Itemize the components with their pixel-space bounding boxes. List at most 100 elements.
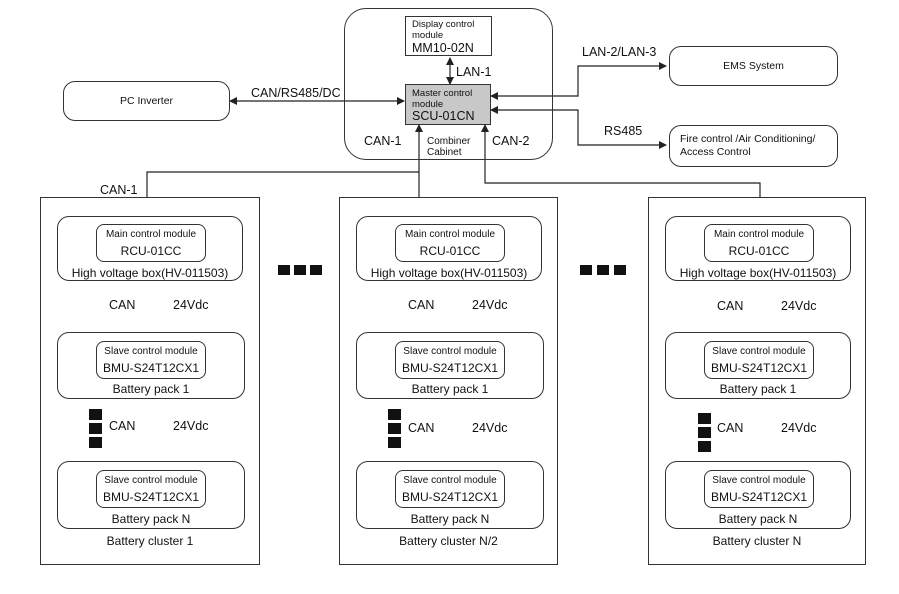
master-control-module: Master control module SCU-01CN xyxy=(405,84,491,125)
ellipsis-block xyxy=(89,437,102,448)
ellipsis-block xyxy=(294,265,306,275)
slave-module-model: BMU-S24T12CX1 xyxy=(710,490,808,504)
ellipsis-block xyxy=(388,423,401,434)
main-module-label: Main control module xyxy=(713,229,805,240)
ellipsis-block xyxy=(89,409,102,420)
slave-control-module: Slave control module BMU-S24T12CX1 xyxy=(395,341,505,379)
can-label: CAN xyxy=(717,299,744,313)
battery-cluster-n: Main control module RCU-01CC High voltag… xyxy=(648,197,866,565)
can-label: CAN xyxy=(717,421,744,435)
vdc-label: 24Vdc xyxy=(781,421,817,435)
hv-box-label: High voltage box(HV-011503) xyxy=(370,266,528,280)
hv-box-label: High voltage box(HV-011503) xyxy=(71,266,229,280)
slave-control-module: Slave control module BMU-S24T12CX1 xyxy=(96,341,206,379)
slave-control-module: Slave control module BMU-S24T12CX1 xyxy=(96,470,206,508)
slave-module-label: Slave control module xyxy=(104,346,198,357)
master-module-model: SCU-01CN xyxy=(412,109,475,123)
ems-system-box: EMS System xyxy=(669,46,838,86)
can-label: CAN xyxy=(109,419,136,433)
slave-module-label: Slave control module xyxy=(712,346,806,357)
ellipsis-block xyxy=(89,423,102,434)
main-module-model: RCU-01CC xyxy=(728,244,790,258)
slave-module-model: BMU-S24T12CX1 xyxy=(102,490,200,504)
cluster-name: Battery cluster 1 xyxy=(106,534,194,548)
can-label: CAN xyxy=(109,298,136,312)
ellipsis-block xyxy=(698,413,711,424)
ellipsis-block xyxy=(580,265,592,275)
vdc-label: 24Vdc xyxy=(472,421,508,435)
ellipsis-block xyxy=(278,265,290,275)
slave-module-model: BMU-S24T12CX1 xyxy=(102,361,200,375)
ellipsis-block xyxy=(597,265,609,275)
slave-module-label: Slave control module xyxy=(104,475,198,486)
main-control-module: Main control module RCU-01CC xyxy=(704,224,814,262)
can1-bus xyxy=(143,124,423,214)
battery-cluster-1: Main control module RCU-01CC High voltag… xyxy=(40,197,260,565)
slave-control-module: Slave control module BMU-S24T12CX1 xyxy=(704,341,814,379)
cluster-name: Battery cluster N xyxy=(712,534,802,548)
ellipsis-block xyxy=(698,427,711,438)
battery-pack-1: Slave control module BMU-S24T12CX1 Batte… xyxy=(356,332,544,399)
display-module-model: MM10-02N xyxy=(412,41,474,55)
can-label: CAN xyxy=(408,298,435,312)
main-module-label: Main control module xyxy=(404,229,496,240)
cabinet-label: Cabinet xyxy=(427,147,462,158)
ellipsis-block xyxy=(310,265,322,275)
ellipsis-block xyxy=(614,265,626,275)
display-module-label: Display control xyxy=(412,19,475,30)
combiner-label: Combiner xyxy=(427,136,471,147)
slave-module-label: Slave control module xyxy=(403,346,497,357)
master-module-label-2: module xyxy=(412,99,444,110)
display-control-module: Display control module MM10-02N xyxy=(405,16,492,56)
fire-control-label-2: Access Control xyxy=(680,146,751,158)
slave-module-model: BMU-S24T12CX1 xyxy=(401,361,499,375)
main-module-model: RCU-01CC xyxy=(419,244,481,258)
can1-bus-label: CAN-1 xyxy=(100,183,138,197)
slave-module-model: BMU-S24T12CX1 xyxy=(710,361,808,375)
vdc-label: 24Vdc xyxy=(173,419,209,433)
battery-pack-n: Slave control module BMU-S24T12CX1 Batte… xyxy=(57,461,245,529)
can1-label: CAN-1 xyxy=(364,134,402,148)
combiner-cabinet xyxy=(344,8,553,160)
battery-pack-1: Slave control module BMU-S24T12CX1 Batte… xyxy=(57,332,245,399)
pack-name: Battery pack 1 xyxy=(112,382,190,396)
ellipsis-block xyxy=(388,437,401,448)
slave-module-model: BMU-S24T12CX1 xyxy=(401,490,499,504)
main-module-model: RCU-01CC xyxy=(120,244,182,258)
high-voltage-box: Main control module RCU-01CC High voltag… xyxy=(57,216,243,281)
battery-cluster-n-half: Main control module RCU-01CC High voltag… xyxy=(339,197,558,565)
master-module-label: Master control xyxy=(412,88,473,99)
ems-link xyxy=(490,62,667,100)
ellipsis-block xyxy=(698,441,711,452)
high-voltage-box: Main control module RCU-01CC High voltag… xyxy=(356,216,542,281)
battery-pack-1: Slave control module BMU-S24T12CX1 Batte… xyxy=(665,332,851,399)
display-module-label-2: module xyxy=(412,30,444,41)
pack-name: Battery pack N xyxy=(111,512,191,526)
main-module-label: Main control module xyxy=(105,229,197,240)
can-label: CAN xyxy=(408,421,435,435)
pack-name: Battery pack 1 xyxy=(719,382,797,396)
main-control-module: Main control module RCU-01CC xyxy=(96,224,206,262)
slave-module-label: Slave control module xyxy=(712,475,806,486)
battery-pack-n: Slave control module BMU-S24T12CX1 Batte… xyxy=(665,461,851,529)
lan23-label: LAN-2/LAN-3 xyxy=(582,45,657,59)
high-voltage-box: Main control module RCU-01CC High voltag… xyxy=(665,216,851,281)
hv-box-label: High voltage box(HV-011503) xyxy=(679,266,837,280)
ellipsis-block xyxy=(388,409,401,420)
vdc-label: 24Vdc xyxy=(781,299,817,313)
pack-name: Battery pack N xyxy=(410,512,490,526)
cluster-name: Battery cluster N/2 xyxy=(399,534,498,548)
pc-inverter-label: PC Inverter xyxy=(119,95,174,107)
can-rs485-dc-label: CAN/RS485/DC xyxy=(251,86,341,100)
vdc-label: 24Vdc xyxy=(173,298,209,312)
fire-control-label: Fire control /Air Conditioning/ xyxy=(680,133,816,145)
vdc-label: 24Vdc xyxy=(472,298,508,312)
ems-system-label: EMS System xyxy=(723,60,784,72)
pc-inverter-box: PC Inverter xyxy=(63,81,230,121)
battery-pack-n: Slave control module BMU-S24T12CX1 Batte… xyxy=(356,461,544,529)
rs485-label: RS485 xyxy=(604,124,643,138)
pack-name: Battery pack N xyxy=(718,512,798,526)
slave-control-module: Slave control module BMU-S24T12CX1 xyxy=(395,470,505,508)
main-control-module: Main control module RCU-01CC xyxy=(395,224,505,262)
fire-control-box: Fire control /Air Conditioning/ Access C… xyxy=(669,125,838,167)
